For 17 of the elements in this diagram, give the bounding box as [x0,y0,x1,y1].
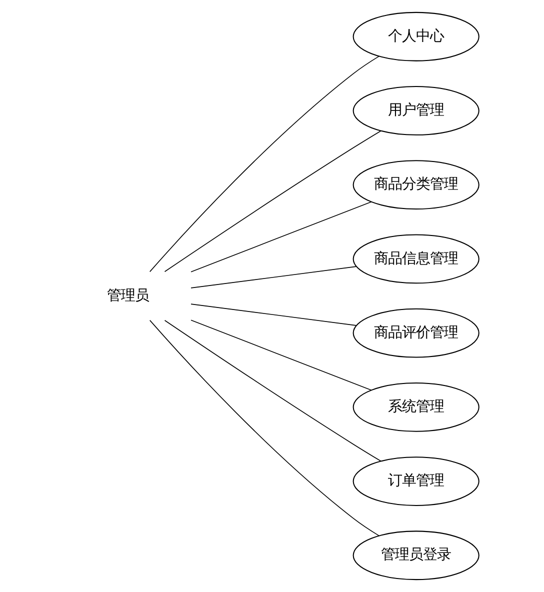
connector [164,320,382,462]
connector [149,56,380,272]
node-ellipse: 商品信息管理 [352,234,480,284]
connector [190,320,372,391]
node-ellipse: 个人中心 [352,12,480,62]
node-text: 管理员 [106,288,149,304]
node-ellipse: 管理员登录 [352,530,480,580]
connector [149,320,380,536]
connector [164,130,382,272]
node-ellipse: 商品分类管理 [352,160,480,210]
node-ellipse: 商品评价管理 [352,308,480,358]
node-ellipse: 用户管理 [352,86,480,136]
node-ellipse: 订单管理 [352,456,480,506]
connector [190,201,372,272]
connector [190,266,356,288]
node-ellipse: 系统管理 [352,382,480,432]
connector [190,304,356,326]
